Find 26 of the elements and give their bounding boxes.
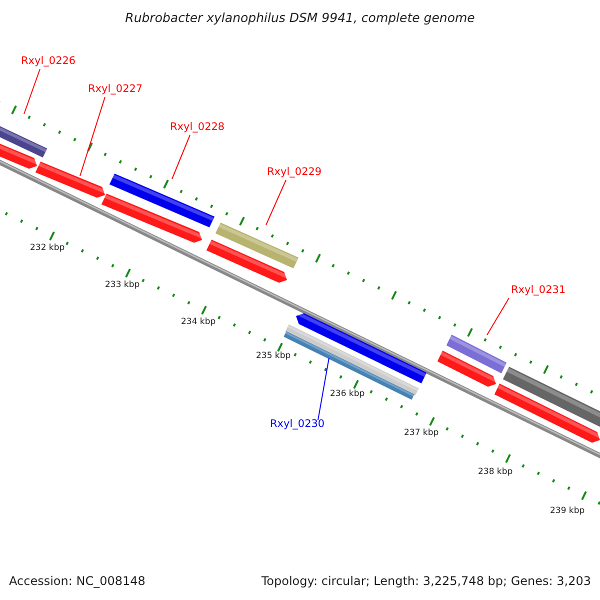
leader-line	[486, 298, 510, 336]
scale-label: 234 kbp	[181, 317, 216, 328]
leader-line	[24, 68, 40, 114]
accession-text: Accession: NC_008148	[9, 574, 146, 588]
scale-label: 237 kbp	[404, 428, 439, 438]
gene-bar	[35, 162, 108, 198]
scale-label: 232 kbp	[30, 243, 65, 254]
leader-line	[266, 180, 286, 226]
scale-label: 236 kbp	[330, 389, 365, 400]
gene-bar	[109, 174, 215, 228]
gene-bar	[215, 222, 299, 268]
scale-label: 233 kbp	[105, 280, 140, 290]
gene-label: Rxyl_0229	[267, 166, 322, 179]
gene-label: Rxyl_0228	[170, 121, 225, 134]
scale-label: 238 kbp	[478, 467, 513, 478]
genome-info-text: Topology: circular; Length: 3,225,748 bp; Genes: 3,203	[261, 574, 591, 588]
scale-label: 235 kbp	[256, 351, 291, 362]
scale-label: 239 kbp	[550, 506, 585, 516]
gene-label: Rxyl_0230	[270, 418, 325, 431]
title: Rubrobacter xylanophilus DSM 9941, complete genome	[124, 10, 476, 25]
gene-bar	[446, 334, 507, 374]
leader-line	[172, 134, 190, 180]
gene-label: Rxyl_0231	[511, 284, 566, 297]
leader-line	[80, 96, 106, 176]
gene-label: Rxyl_0226	[21, 55, 76, 68]
gene-label: Rxyl_0227	[88, 83, 143, 96]
